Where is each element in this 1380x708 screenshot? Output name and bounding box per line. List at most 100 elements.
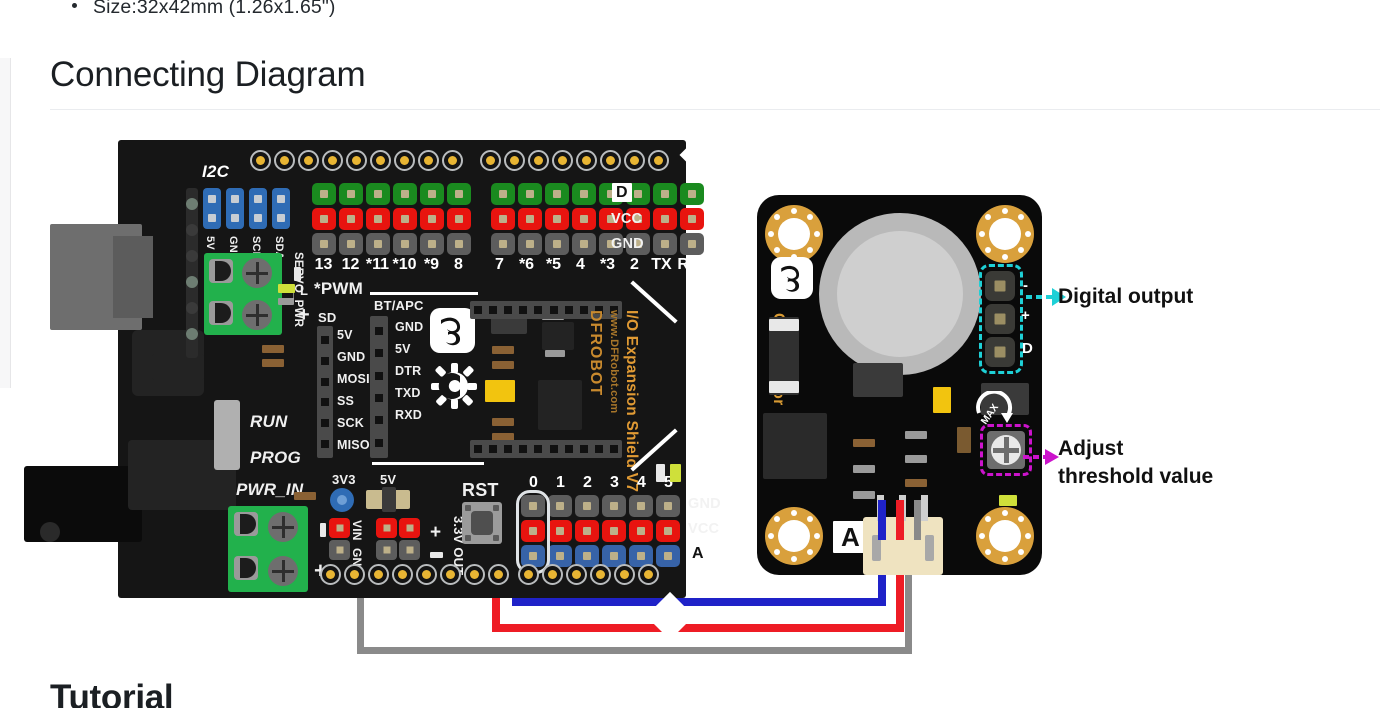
i2c-pin-sda[interactable] — [272, 188, 290, 229]
bt-header-pin[interactable] — [375, 371, 383, 380]
analog-gnd-2[interactable] — [575, 495, 599, 517]
pin-gnd[interactable] — [599, 233, 623, 255]
gnd-pin[interactable] — [329, 540, 350, 560]
out-jumper-row-bottom[interactable] — [376, 540, 420, 560]
pin-vcc[interactable] — [518, 208, 542, 230]
out-jumper-row-top[interactable] — [376, 518, 420, 538]
analog-sig-1[interactable] — [548, 545, 572, 567]
bt-header-pin[interactable] — [375, 416, 383, 425]
gold-pad[interactable] — [566, 564, 587, 585]
pin-vcc[interactable] — [393, 208, 417, 230]
gold-pad[interactable] — [274, 150, 295, 171]
gold-pad[interactable] — [614, 564, 635, 585]
bt-header-pin[interactable] — [375, 394, 383, 403]
pin-vcc[interactable] — [312, 208, 336, 230]
pwr-terminal-screw-top[interactable] — [268, 512, 298, 542]
sd-header-pin[interactable] — [321, 418, 329, 427]
gold-pad[interactable] — [464, 564, 485, 585]
pin-gnd[interactable] — [393, 233, 417, 255]
reset-button[interactable] — [462, 502, 502, 544]
pin-vcc[interactable] — [491, 208, 515, 230]
shield-pin[interactable] — [503, 445, 512, 453]
pin-gnd[interactable] — [626, 233, 650, 255]
sd-header-pin[interactable] — [321, 356, 329, 365]
gold-pad[interactable] — [624, 150, 645, 171]
sd-header-pin[interactable] — [321, 398, 329, 407]
digital-row-gnd[interactable] — [312, 233, 704, 255]
sensor-pin-plus[interactable] — [985, 304, 1015, 334]
gold-pad[interactable] — [370, 150, 391, 171]
pin-vcc[interactable] — [572, 208, 596, 230]
out-vcc-pin[interactable] — [399, 518, 420, 538]
sd-header-pin[interactable] — [321, 336, 329, 345]
gold-pad[interactable] — [322, 150, 343, 171]
analog-row-a[interactable] — [521, 545, 680, 567]
bt-header-pin[interactable] — [375, 349, 383, 358]
shield-pin[interactable] — [534, 445, 543, 453]
shield-pin[interactable] — [549, 445, 558, 453]
analog-gnd-1[interactable] — [548, 495, 572, 517]
out-gnd-pin[interactable] — [376, 540, 397, 560]
analog-pin-header[interactable] — [521, 495, 680, 570]
analog-sig-4[interactable] — [629, 545, 653, 567]
gold-header-bottom-right[interactable] — [518, 564, 659, 585]
shield-pin[interactable] — [488, 306, 497, 314]
gold-pad[interactable] — [480, 150, 501, 171]
analog-vcc-5[interactable] — [656, 520, 680, 542]
out-vcc-pin[interactable] — [376, 518, 397, 538]
analog-sig-5[interactable] — [656, 545, 680, 567]
vin-jumper-row-bottom[interactable] — [329, 540, 350, 560]
threshold-potentiometer[interactable] — [987, 431, 1025, 469]
bt-header-pin[interactable] — [375, 327, 383, 336]
sensor-pin-d[interactable] — [985, 337, 1015, 367]
gold-pad[interactable] — [368, 564, 389, 585]
gold-pad[interactable] — [552, 150, 573, 171]
i2c-header[interactable] — [203, 188, 290, 229]
shield-pin[interactable] — [488, 445, 497, 453]
gold-pad[interactable] — [504, 150, 525, 171]
analog-sig-3[interactable] — [602, 545, 626, 567]
pin-d-10[interactable] — [393, 183, 417, 205]
pin-gnd[interactable] — [653, 233, 677, 255]
shield-pin[interactable] — [519, 306, 528, 314]
pin-vcc[interactable] — [447, 208, 471, 230]
shield-pin[interactable] — [503, 306, 512, 314]
pin-gnd[interactable] — [339, 233, 363, 255]
pin-d-7[interactable] — [491, 183, 515, 205]
power-in-terminal[interactable] — [228, 506, 308, 592]
gold-pad[interactable] — [600, 150, 621, 171]
shield-pin[interactable] — [595, 445, 604, 453]
analog-row-gnd[interactable] — [521, 495, 680, 517]
pin-gnd[interactable] — [366, 233, 390, 255]
sd-header[interactable] — [317, 326, 333, 458]
digital-row-d[interactable] — [312, 183, 704, 205]
analog-gnd-4[interactable] — [629, 495, 653, 517]
pin-vcc[interactable] — [366, 208, 390, 230]
pin-d-6[interactable] — [518, 183, 542, 205]
shield-pin[interactable] — [473, 445, 482, 453]
gold-pad[interactable] — [440, 564, 461, 585]
pin-vcc[interactable] — [599, 208, 623, 230]
pin-d-8[interactable] — [447, 183, 471, 205]
gold-pad[interactable] — [590, 564, 611, 585]
analog-vcc-4[interactable] — [629, 520, 653, 542]
analog-vcc-3[interactable] — [602, 520, 626, 542]
shield-pin[interactable] — [610, 306, 619, 314]
gold-pad[interactable] — [392, 564, 413, 585]
gold-pad[interactable] — [648, 150, 669, 171]
pin-gnd[interactable] — [312, 233, 336, 255]
analog-vcc-2[interactable] — [575, 520, 599, 542]
sensor-digital-header[interactable] — [985, 271, 1015, 367]
shield-pin[interactable] — [519, 445, 528, 453]
gold-pad[interactable] — [344, 564, 365, 585]
shield-pin[interactable] — [473, 306, 482, 314]
gold-pad[interactable] — [638, 564, 659, 585]
sensor-pin-minus[interactable] — [985, 271, 1015, 301]
servo-power-terminal[interactable] — [204, 253, 282, 335]
pin-gnd[interactable] — [420, 233, 444, 255]
analog-vcc-1[interactable] — [548, 520, 572, 542]
gold-pad[interactable] — [542, 564, 563, 585]
gold-pad[interactable] — [442, 150, 463, 171]
gold-header-left[interactable] — [250, 150, 463, 171]
gold-pad[interactable] — [518, 564, 539, 585]
